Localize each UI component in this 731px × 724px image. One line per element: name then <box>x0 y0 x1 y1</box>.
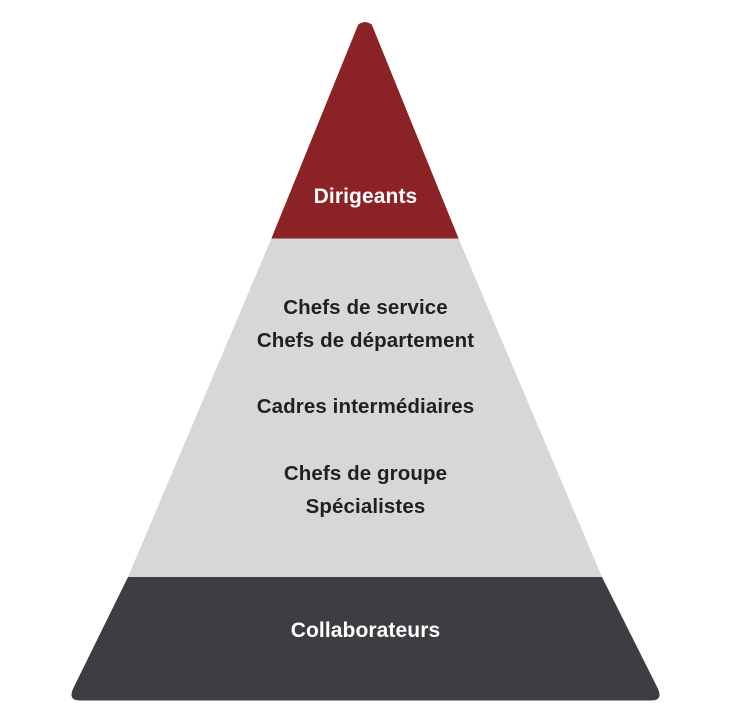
pyramid-tier-middle-shape <box>128 238 602 577</box>
pyramid-tier-top-shape <box>271 22 459 239</box>
pyramid-tier-base-shape <box>71 577 660 701</box>
